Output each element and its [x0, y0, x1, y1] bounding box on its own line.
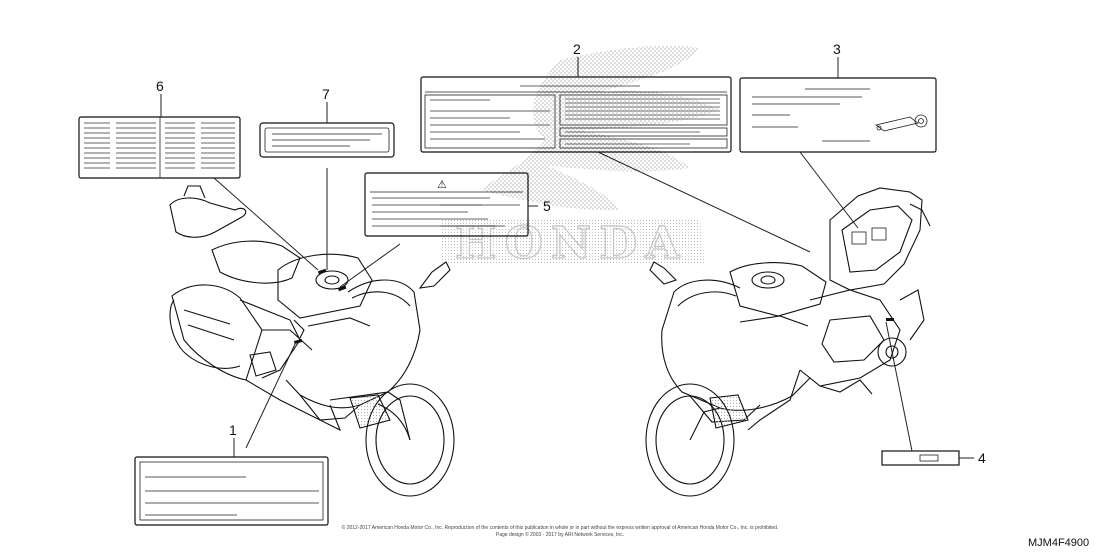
label-1[interactable]: [134, 456, 329, 526]
label-2-info[interactable]: [420, 76, 732, 153]
callout-7[interactable]: 7: [322, 86, 330, 102]
callout-numbers: 6 7 5 2 3 1 4: [156, 41, 986, 466]
warning-triangle-icon: ⚠: [437, 178, 447, 191]
label-7[interactable]: [259, 122, 395, 158]
wrench-tool-icon: [875, 114, 928, 132]
label-markers: [293, 268, 894, 344]
callout-3[interactable]: 3: [833, 41, 841, 57]
copyright-line-1: © 2012-2017 American Honda Motor Co., In…: [342, 524, 779, 531]
label-4[interactable]: [881, 450, 974, 466]
label-6-rows: [84, 122, 235, 169]
callout-2[interactable]: 2: [573, 41, 581, 57]
label-5-text-lines: [372, 197, 520, 227]
label-2-text-lines: [430, 85, 720, 145]
callout-6[interactable]: 6: [156, 78, 164, 94]
label-3[interactable]: [739, 77, 937, 153]
callout-1[interactable]: 1: [229, 422, 237, 438]
diagram-code: MJM4F4900: [1028, 537, 1089, 549]
motorcycle-right-view: [645, 187, 931, 497]
label-6-table[interactable]: [78, 116, 241, 179]
callout-4[interactable]: 4: [978, 450, 986, 466]
callout-5[interactable]: 5: [543, 198, 551, 214]
motorcycle-left-view: [169, 185, 455, 497]
copyright-line-2: Page design © 2003 - 2017 by ARI Network…: [496, 531, 624, 538]
leader-lines: [160, 57, 913, 457]
label-5-warning[interactable]: ⚠: [364, 172, 529, 237]
